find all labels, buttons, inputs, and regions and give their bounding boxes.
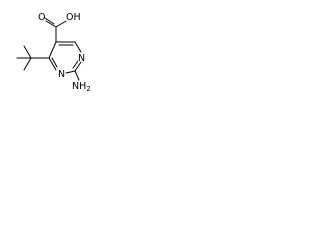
molecule-structure-diagram: O OH N N NH2 (16, 12, 91, 93)
bond-c2-nh2 (74, 70, 80, 81)
amino-nh: NH (72, 81, 86, 92)
amino-subscript: 2 (86, 85, 90, 93)
atom-label-ring-nitrogen-2: N (58, 69, 65, 80)
tert-butyl-group (16, 45, 50, 71)
bond-c6-n1 (74, 41, 82, 53)
bond-cq-methyl-up (23, 45, 32, 59)
bond-n3-c4 (48, 57, 57, 71)
bond-cq-methyl-down (23, 57, 32, 71)
double-bond-c4-n3 (51, 57, 58, 68)
atom-label-carbonyl-oxygen: O (38, 12, 45, 23)
carboxylic-acid-group (44, 17, 67, 43)
double-bond-c2-n1 (72, 60, 79, 69)
bond-c-oh (55, 20, 67, 28)
atom-label-ring-nitrogen-1: N (78, 53, 85, 64)
bond-c-o-double-1 (45, 20, 57, 28)
bond-c4-c5 (48, 41, 57, 59)
bond-c-o-double-2 (44, 17, 55, 25)
pyrimidine-ring (48, 41, 82, 74)
bond-c2-n3 (65, 70, 76, 74)
bond-n1-c2 (74, 61, 82, 72)
atom-label-amino: NH2 (72, 81, 91, 93)
atom-label-hydroxyl: OH (66, 12, 81, 23)
